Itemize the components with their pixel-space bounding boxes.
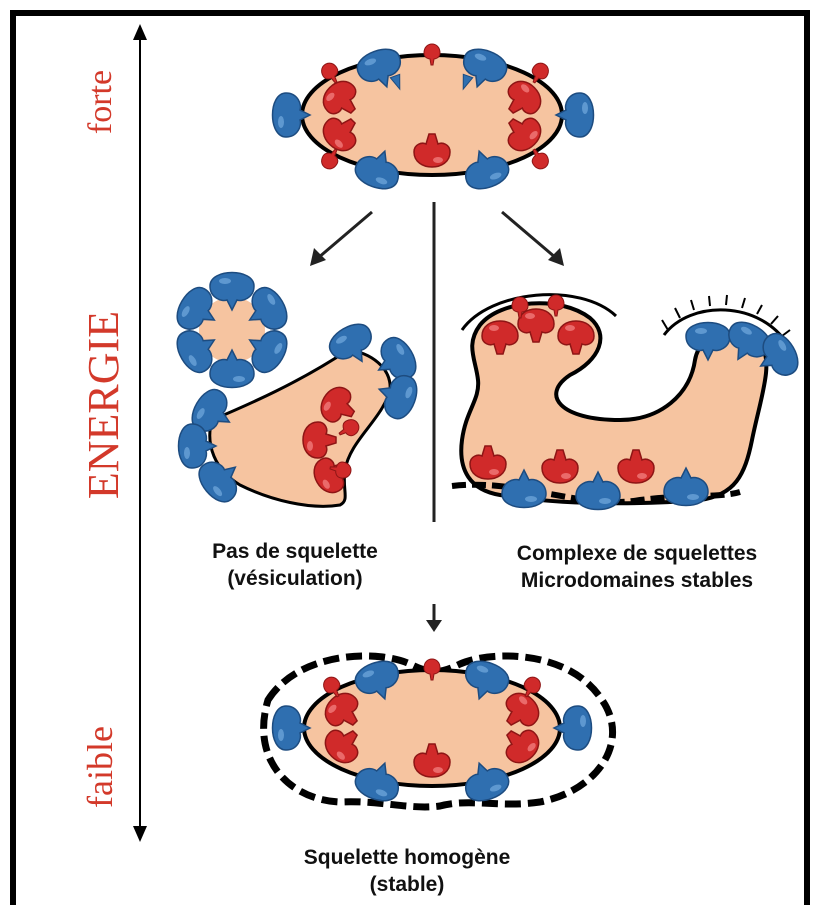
caption-line: Complexe de squelettes <box>462 540 812 567</box>
arrow-up-icon <box>133 24 147 40</box>
energy-axis <box>133 24 147 842</box>
caption-line: (stable) <box>262 871 552 898</box>
vesiculation-caption: Pas de squelette (vésiculation) <box>170 538 420 592</box>
caption-line: Pas de squelette <box>170 538 420 565</box>
complex-caption: Complexe de squelettes Microdomaines sta… <box>462 540 812 594</box>
energy-low-label: faible <box>78 717 122 817</box>
vesiculation-state <box>171 273 422 509</box>
caption-line: (vésiculation) <box>170 565 420 592</box>
energy-high-label: forte <box>81 62 121 142</box>
arrow-down-icon <box>133 826 147 842</box>
arrow-icon <box>548 248 564 266</box>
arrow-icon <box>310 248 326 266</box>
initial-membrane <box>273 44 594 194</box>
energy-axis-label: ENERGIE <box>79 295 129 515</box>
homogeneous-caption: Squelette homogène (stable) <box>262 844 552 898</box>
caption-line: Squelette homogène <box>262 844 552 871</box>
caption-line: Microdomaines stables <box>462 567 812 594</box>
complex-state <box>452 295 804 510</box>
arrow-icon <box>426 620 442 632</box>
homogeneous-state <box>264 656 613 807</box>
